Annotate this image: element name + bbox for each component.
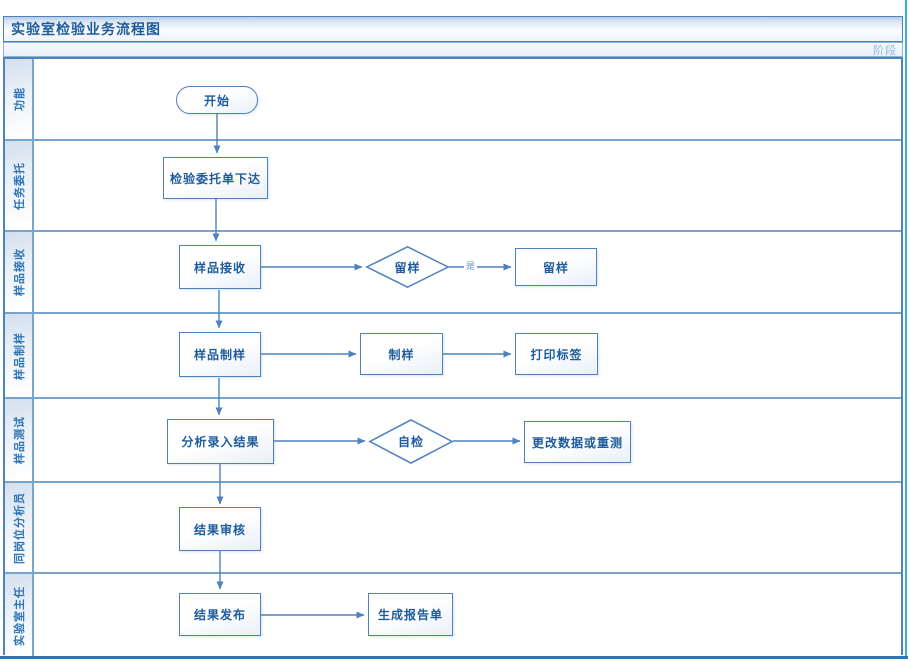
lane-sample-preparation: 样品制样 bbox=[5, 312, 901, 397]
lane-body bbox=[34, 399, 901, 481]
node-keep-sample-decision[interactable]: 留样 bbox=[366, 246, 449, 288]
node-keep-sample[interactable]: 留样 bbox=[515, 248, 597, 286]
flowchart-title-bar: 实验室检验业务流程图 bbox=[3, 16, 903, 42]
lane-label-function[interactable]: 功能 bbox=[5, 59, 34, 139]
lane-label-sample-preparation[interactable]: 样品制样 bbox=[5, 314, 34, 397]
lane-label-lab-director[interactable]: 实验室主任 bbox=[5, 574, 34, 657]
lane-label-text: 功能 bbox=[13, 87, 26, 111]
flowchart-title: 实验室检验业务流程图 bbox=[11, 21, 161, 37]
lane-function: 功能 bbox=[5, 59, 901, 139]
phase-label: 阶段 bbox=[873, 44, 897, 57]
lane-body bbox=[34, 314, 901, 397]
node-result-review[interactable]: 结果审核 bbox=[179, 507, 261, 551]
lane-label-sample-testing[interactable]: 样品测试 bbox=[5, 399, 34, 481]
lane-sample-testing: 样品测试 bbox=[5, 397, 901, 481]
lane-sample-receiving: 样品接收 bbox=[5, 230, 901, 312]
node-start[interactable]: 开始 bbox=[176, 86, 258, 114]
lane-peer-analyst: 同岗位分析员 bbox=[5, 481, 901, 572]
lane-label-text: 实验室主任 bbox=[13, 585, 26, 646]
lane-label-peer-analyst[interactable]: 同岗位分析员 bbox=[5, 483, 34, 572]
node-print-label[interactable]: 打印标签 bbox=[515, 333, 598, 375]
node-make-sample[interactable]: 制样 bbox=[360, 333, 443, 375]
node-generate-report[interactable]: 生成报告单 bbox=[368, 593, 453, 636]
lane-label-text: 样品测试 bbox=[13, 416, 26, 464]
node-issue-order[interactable]: 检验委托单下达 bbox=[163, 157, 268, 199]
diamond-shape bbox=[366, 246, 449, 288]
node-sample-receive[interactable]: 样品接收 bbox=[179, 245, 261, 289]
page-edge-bottom bbox=[0, 656, 908, 659]
lane-label-text: 样品接收 bbox=[13, 248, 26, 296]
node-analysis-input[interactable]: 分析录入结果 bbox=[167, 419, 274, 464]
diamond-shape bbox=[369, 419, 453, 464]
node-change-or-retest[interactable]: 更改数据或重测 bbox=[524, 421, 631, 463]
node-result-publish[interactable]: 结果发布 bbox=[179, 593, 261, 636]
phase-band: 阶段 bbox=[3, 42, 903, 57]
lane-body bbox=[34, 232, 901, 312]
node-self-check-decision[interactable]: 自检 bbox=[369, 419, 453, 464]
swimlane-table: 功能 任务委托 样品接收 样品制样 样品测试 同岗位分析员 实验室主任 bbox=[3, 57, 903, 657]
page-edge-right bbox=[905, 0, 907, 658]
lane-label-text: 样品制样 bbox=[13, 331, 26, 380]
edge-label-yes: 是 bbox=[464, 261, 478, 272]
node-label: 自检 bbox=[397, 435, 424, 449]
lane-body bbox=[34, 59, 901, 139]
lane-label-task-delegation[interactable]: 任务委托 bbox=[5, 141, 34, 230]
lane-label-text: 任务委托 bbox=[13, 161, 26, 210]
lane-label-text: 同岗位分析员 bbox=[13, 491, 26, 564]
lane-body bbox=[34, 483, 901, 572]
lane-label-sample-receiving[interactable]: 样品接收 bbox=[5, 232, 34, 312]
node-sample-prepare[interactable]: 样品制样 bbox=[179, 332, 261, 377]
lane-body bbox=[34, 574, 901, 657]
lane-lab-director: 实验室主任 bbox=[5, 572, 901, 657]
lane-task-delegation: 任务委托 bbox=[5, 139, 901, 230]
node-label: 留样 bbox=[394, 260, 421, 275]
